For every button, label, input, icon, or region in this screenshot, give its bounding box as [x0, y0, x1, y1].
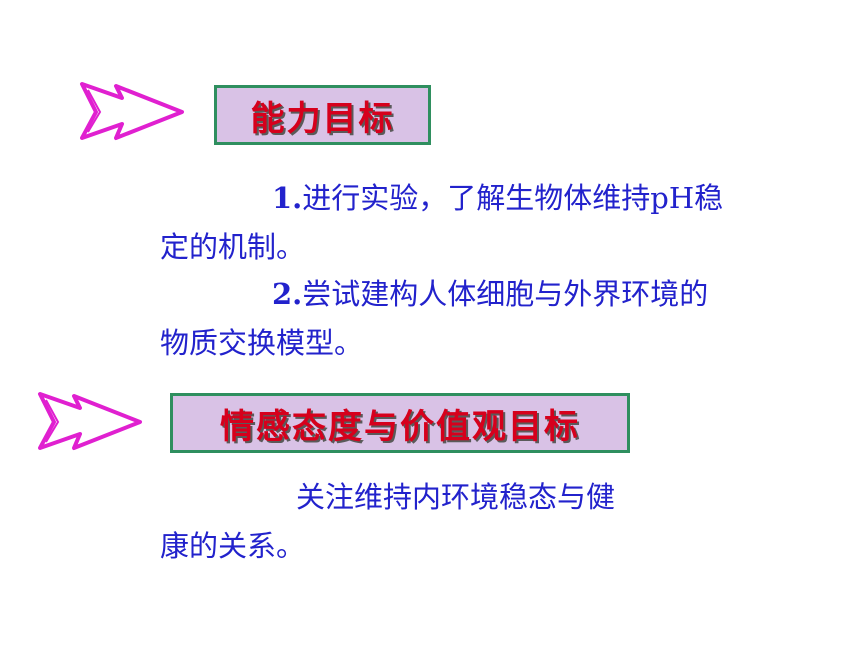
objective-item-1: 1.进行实验，了解生物体维持pH稳 定的机制。 [160, 174, 723, 272]
section-title-text: 情感态度与价值观目标 [220, 406, 580, 447]
item-text-line2: 物质交换模型。 [160, 326, 364, 360]
zigzag-arrow-icon [36, 388, 144, 454]
item-text-line1: 尝试建构人体细胞与外界环境的 [302, 277, 709, 311]
item-number: 1. [272, 181, 303, 215]
section-title-ability: 能力目标 [214, 85, 431, 145]
attitude-text-line2: 康的关系。 [160, 529, 306, 563]
item-text-line1: 进行实验，了解生物体维持pH稳 [302, 181, 724, 215]
objective-attitude: 关注维持内环境稳态与健 康的关系。 [160, 473, 615, 571]
section-title-text: 能力目标 [250, 98, 395, 139]
section-title-attitude: 情感态度与价值观目标 [170, 393, 630, 453]
zigzag-arrow-icon [78, 78, 186, 144]
objective-item-2: 2.尝试建构人体细胞与外界环境的 物质交换模型。 [160, 270, 708, 368]
attitude-text-line1: 关注维持内环境稳态与健 [296, 480, 616, 514]
item-number: 2. [272, 277, 303, 311]
item-text-line2: 定的机制。 [160, 230, 306, 264]
